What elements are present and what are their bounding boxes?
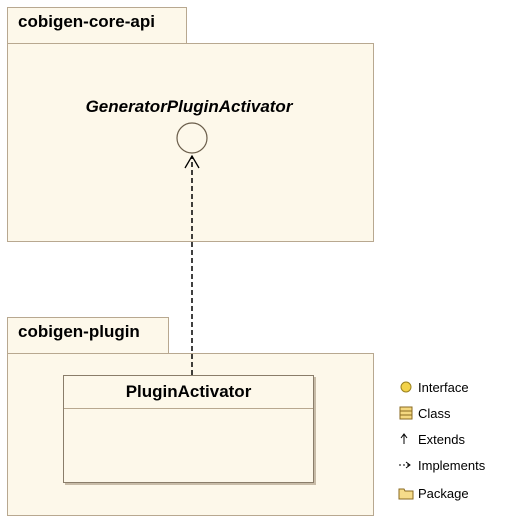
interface-icon (398, 379, 414, 395)
package-name-plugin: cobigen-plugin (18, 322, 140, 341)
interface-circle[interactable] (176, 122, 208, 154)
legend-item-interface: Interface (398, 379, 469, 395)
legend-item-class: Class (398, 405, 451, 421)
legend-item-extends: Extends (398, 431, 465, 447)
interface-label: GeneratorPluginActivator (85, 97, 293, 116)
implements-icon (398, 457, 414, 473)
package-tab-core-api[interactable]: cobigen-core-api (7, 7, 187, 44)
legend-label-class: Class (418, 405, 451, 421)
legend-label-package: Package (418, 485, 469, 501)
legend-label-implements: Implements (418, 457, 486, 473)
class-icon (398, 405, 414, 421)
implements-arrowhead (184, 154, 200, 169)
legend-label-interface: Interface (418, 379, 469, 395)
package-icon (398, 485, 414, 501)
extends-icon (398, 431, 414, 447)
class-plugin-activator[interactable]: PluginActivator (63, 375, 314, 483)
class-name: PluginActivator (64, 376, 313, 409)
legend-label-extends: Extends (418, 431, 465, 447)
legend-item-package: Package (398, 485, 469, 501)
package-name-core-api: cobigen-core-api (18, 12, 155, 31)
legend-item-implements: Implements (398, 457, 485, 473)
package-tab-plugin[interactable]: cobigen-plugin (7, 317, 169, 354)
